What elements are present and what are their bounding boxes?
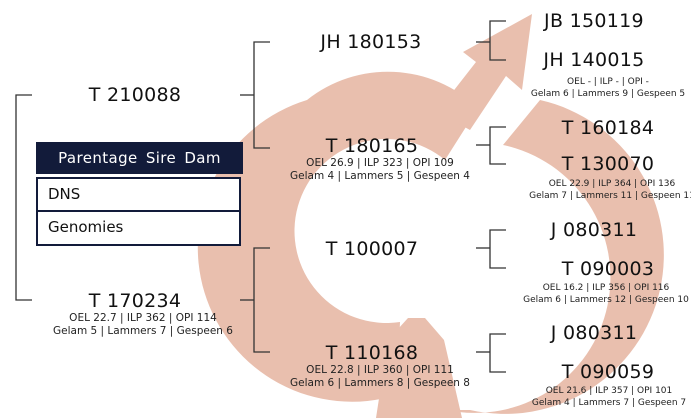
node-g2-id[interactable]: JH 140015 [543, 49, 645, 71]
node-root-id[interactable]: T 210088 [88, 84, 182, 106]
node-g8-stats-line2: Gelam 4 | Lammers 7 | Gespeen 7 [531, 398, 687, 408]
node-g7-id[interactable]: J 080311 [550, 322, 638, 344]
node-sire-dam-stats: OEL 26.9 | ILP 323 | OPI 109 Gelam 4 | L… [290, 157, 470, 183]
bracket-g56 [489, 229, 506, 269]
node-dam-dam-stats-line1: OEL 22.8 | ILP 360 | OPI 111 [306, 364, 454, 376]
node-sire-dam-stats-line1: OEL 26.9 | ILP 323 | OPI 109 [306, 157, 454, 169]
node-g2-stats-line1: OEL - | ILP - | OPI - [567, 77, 649, 87]
logo-arrow [437, 14, 532, 130]
bracket-g78 [489, 333, 506, 373]
node-g4-stats-line2: Gelam 7 | Lammers 11 | Gespeen 11 [529, 191, 691, 201]
node-g8-stats-line1: OEL 21.6 | ILP 357 | OPI 101 [545, 386, 673, 396]
node-sire-dam-id[interactable]: T 180165 [325, 135, 419, 157]
node-sire-stats-line1: OEL 22.7 | ILP 362 | OPI 114 [69, 312, 217, 324]
bracket-lines [15, 20, 506, 373]
node-g6-stats-line1: OEL 16.2 | ILP 356 | OPI 116 [542, 283, 670, 293]
node-g8-id[interactable]: T 090059 [561, 361, 655, 383]
node-dam-sire-id[interactable]: T 100007 [325, 238, 419, 260]
bracket-dam [253, 247, 270, 353]
node-g2-stats: OEL - | ILP - | OPI - Gelam 6 | Lammers … [531, 76, 685, 100]
node-g5-id[interactable]: J 080311 [550, 219, 638, 241]
node-dam-dam-id[interactable]: T 110168 [325, 342, 419, 364]
node-dam-dam-stats: OEL 22.8 | ILP 360 | OPI 111 Gelam 6 | L… [290, 364, 470, 390]
logo-graphic [197, 14, 664, 418]
node-g2-stats-line2: Gelam 6 | Lammers 9 | Gespeen 5 [530, 89, 686, 99]
node-g4-id[interactable]: T 130070 [561, 153, 655, 175]
bracket-g34 [489, 126, 506, 165]
node-g6-stats-line2: Gelam 6 | Lammers 12 | Gespeen 10 [523, 295, 689, 305]
node-g1-id[interactable]: JB 150119 [544, 10, 644, 32]
menu-item-dns[interactable]: DNS [48, 185, 81, 203]
node-sire-dam-stats-line2: Gelam 4 | Lammers 5 | Gespeen 4 [290, 170, 470, 182]
node-dam-dam-stats-line2: Gelam 6 | Lammers 8 | Gespeen 8 [290, 377, 470, 389]
menu-list: DNS Genomies [36, 177, 241, 246]
logo-right-band [447, 100, 664, 414]
node-g8-stats: OEL 21.6 | ILP 357 | OPI 101 Gelam 4 | L… [532, 385, 686, 409]
node-sire-sire-id[interactable]: JH 180153 [320, 31, 422, 53]
node-g6-stats: OEL 16.2 | ILP 356 | OPI 116 Gelam 6 | L… [523, 282, 689, 306]
menu-item-genomies[interactable]: Genomies [38, 210, 239, 242]
logo-arc [197, 71, 478, 402]
bracket-sire [253, 41, 270, 149]
bracket-g12 [489, 20, 506, 61]
menu-header: Parentage Sire Dam [36, 142, 243, 174]
bracket-root [15, 94, 32, 301]
node-sire-stats-line2: Gelam 5 | Lammers 7 | Gespeen 6 [53, 325, 233, 337]
logo-stem [376, 318, 462, 418]
node-g4-stats: OEL 22.9 | ILP 364 | OPI 136 Gelam 7 | L… [529, 178, 691, 202]
node-g6-id[interactable]: T 090003 [561, 258, 655, 280]
node-g3-id[interactable]: T 160184 [561, 117, 655, 139]
node-g4-stats-line1: OEL 22.9 | ILP 364 | OPI 136 [548, 179, 676, 189]
node-sire-stats: OEL 22.7 | ILP 362 | OPI 114 Gelam 5 | L… [53, 312, 233, 338]
node-sire-id[interactable]: T 170234 [88, 290, 182, 312]
